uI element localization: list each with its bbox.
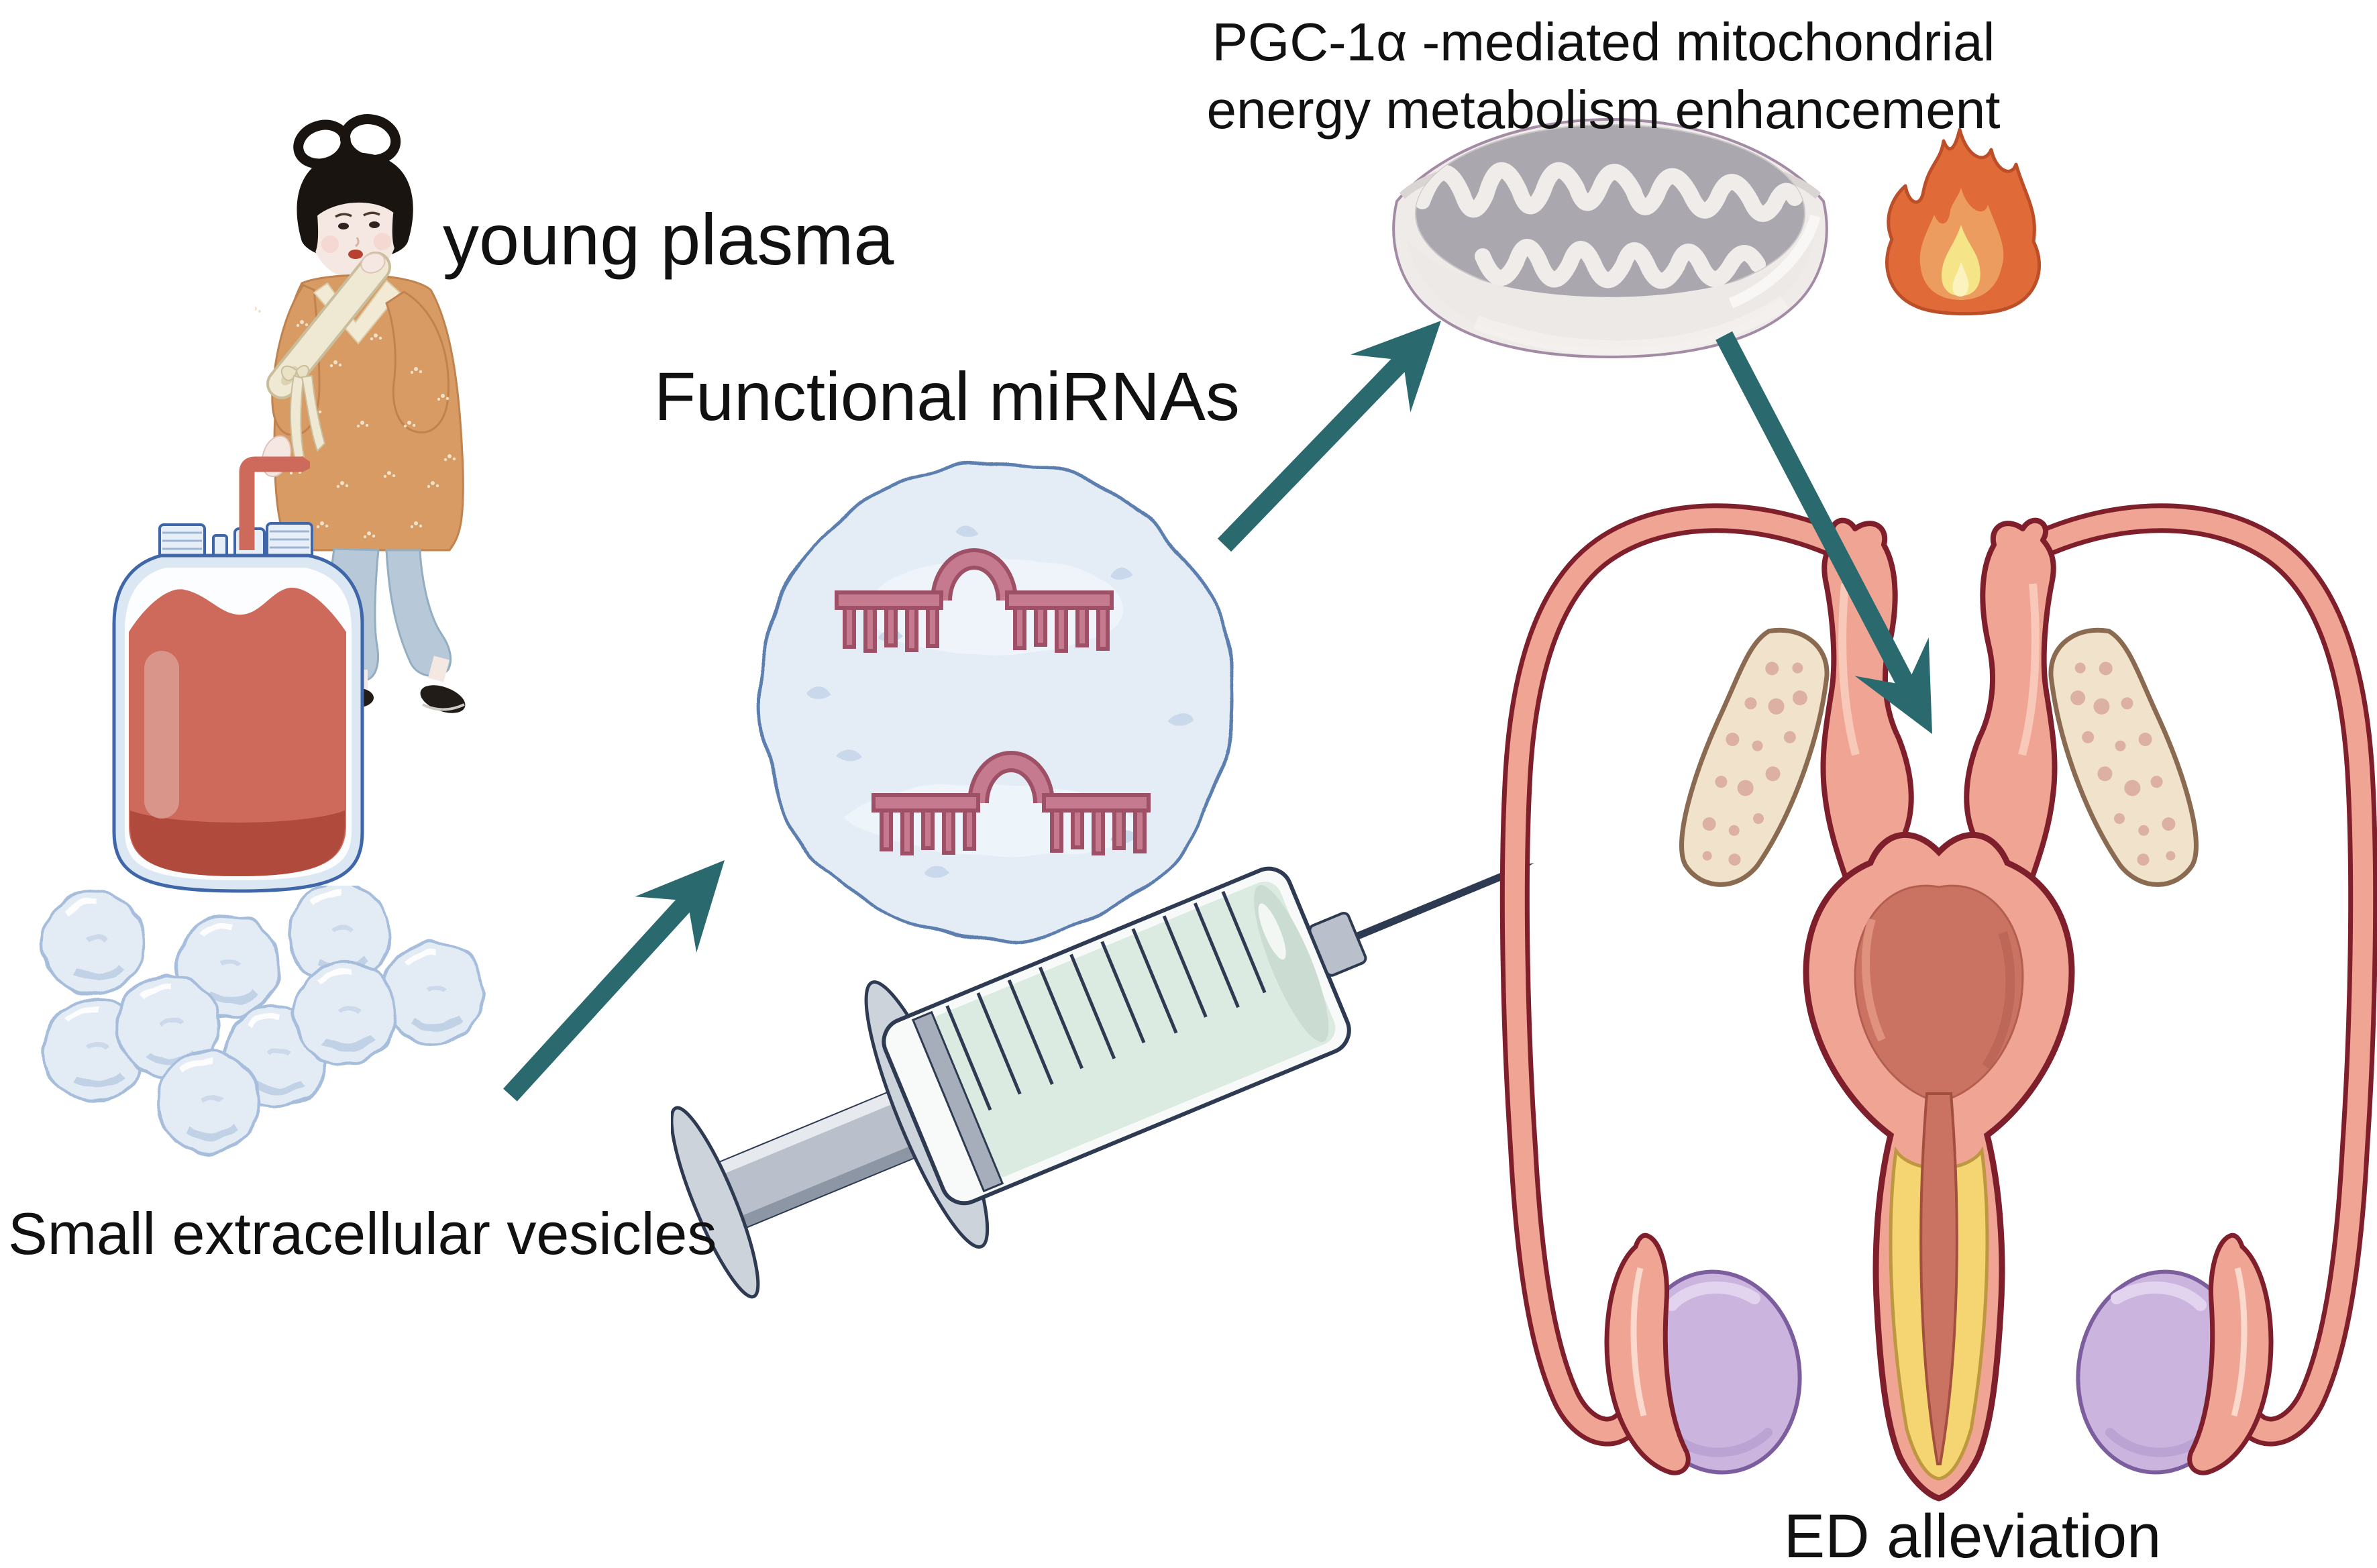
pgc-caption: PGC-1α -mediated mitochondrial energy me… bbox=[1134, 8, 2073, 144]
functional-mirnas-label: Functional miRNAs bbox=[654, 358, 1240, 435]
small-ev-label: Small extracellular vesicles bbox=[8, 1200, 717, 1267]
needle bbox=[1355, 868, 1516, 940]
shoe bbox=[420, 685, 466, 713]
ampulla-duct-left bbox=[1820, 517, 1914, 878]
blood-bag-illustration bbox=[112, 456, 364, 893]
reproductive-anatomy-illustration bbox=[1499, 503, 2377, 1502]
small-vesicles-illustration bbox=[34, 886, 503, 1181]
flame-icon bbox=[1885, 127, 2041, 316]
child-illustration bbox=[255, 114, 466, 713]
ed-alleviation-label: ED alleviation bbox=[1783, 1502, 2162, 1568]
blood-tube bbox=[239, 456, 303, 550]
pgc-caption-line2: energy metabolism enhancement bbox=[1206, 80, 2001, 140]
blood-fill bbox=[129, 587, 346, 876]
plunger-end bbox=[671, 1106, 760, 1299]
young-plasma-label: young plasma bbox=[443, 199, 894, 280]
cristae bbox=[1416, 162, 1803, 222]
big-vesicle-mirna-illustration bbox=[755, 460, 1237, 942]
mitochondrion-illustration bbox=[1392, 117, 1828, 359]
pgc-caption-line1: PGC-1α -mediated mitochondrial bbox=[1212, 12, 1995, 72]
syringe-illustration bbox=[671, 863, 1534, 1299]
